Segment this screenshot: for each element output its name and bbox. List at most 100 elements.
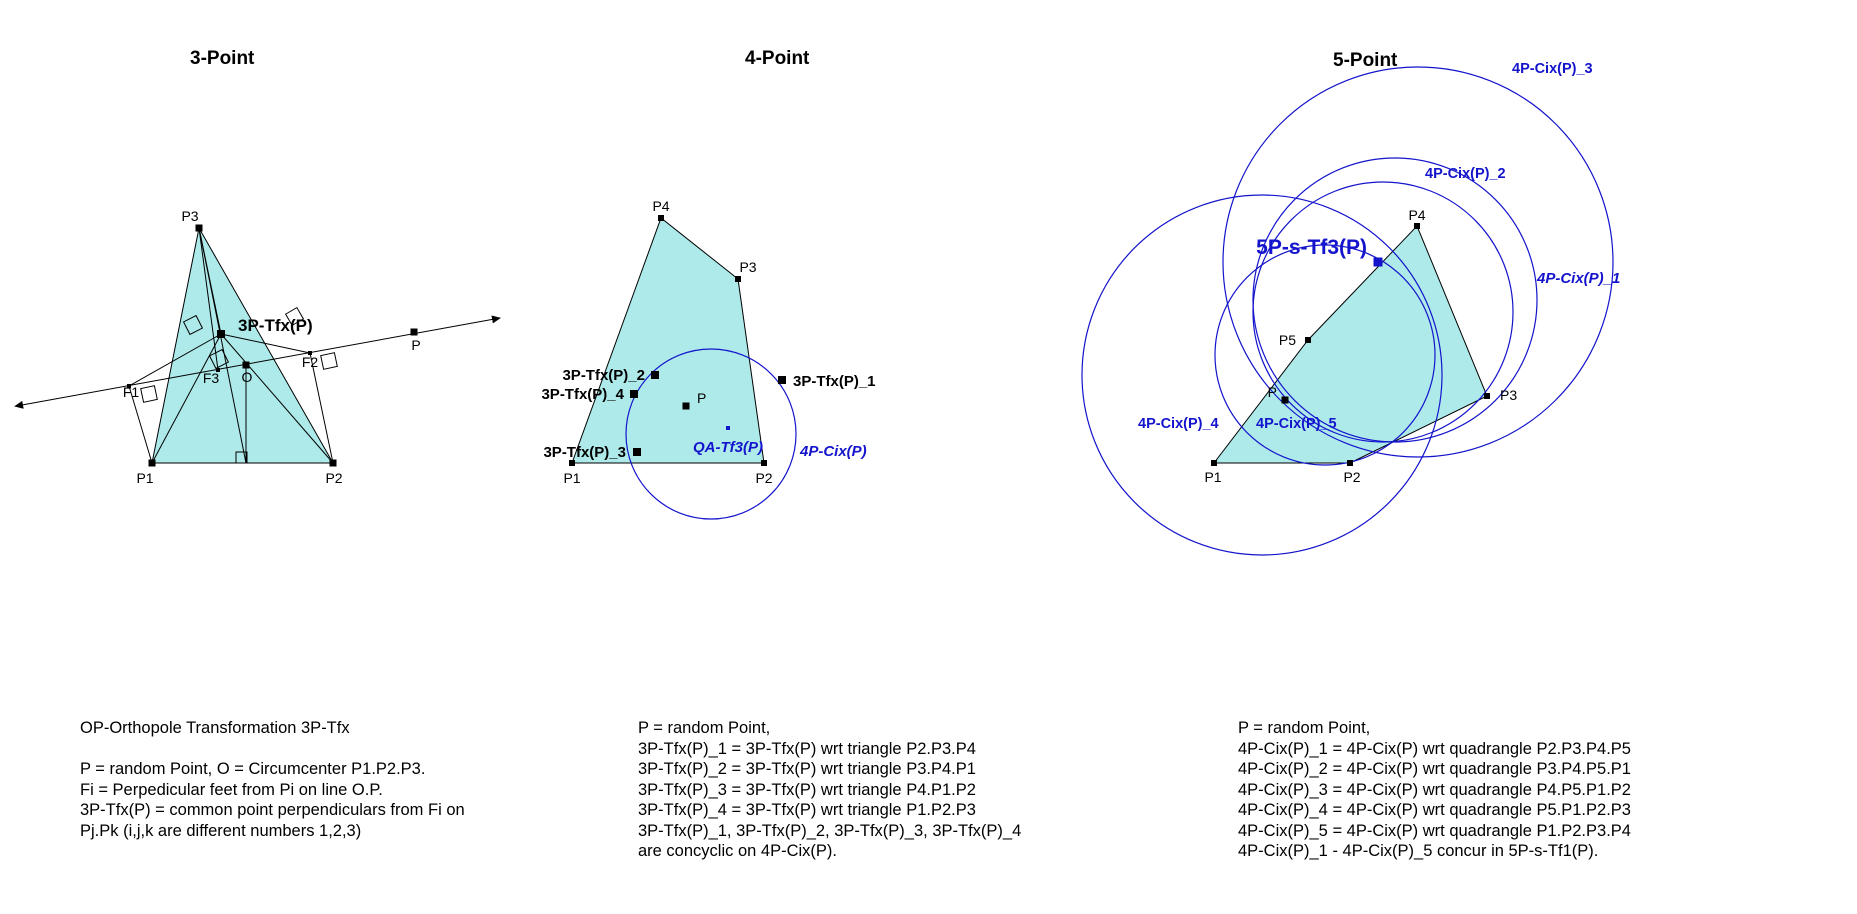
caption-line: 3P-Tfx(P)_2 = 3P-Tfx(P) wrt triangle P3.… [638,760,976,778]
panel-title-3-point: 3-Point [190,48,255,69]
right-angle-mark [235,451,248,464]
pentagon-p1-p2-p3-p4-p5 [1212,225,1488,464]
caption-line: P = random Point, O = Circumcenter P1.P2… [80,760,426,778]
label-3p-tfx-p-4: 3P-Tfx(P)_4 [541,386,624,403]
label-p4: P4 [652,198,669,214]
tfx-point-marker [633,448,641,456]
caption-5-point: P = random Point, 4P-Cix(P)_1 = 4P-Cix(P)… [1238,718,1631,862]
vertex-marker [658,215,664,221]
triangle-p1-p2-p3 [151,226,334,464]
right-angle-mark [140,385,158,403]
fig3-point-markers [127,224,418,467]
vertex-marker [1305,337,1311,343]
caption-line: P = random Point, [638,719,771,737]
panel-title-4-point: 4-Point [745,48,810,69]
caption-line [80,739,465,760]
label-f2: F2 [302,354,319,370]
label-4p-cix-p-3: 4P-Cix(P)_3 [1512,61,1593,77]
label-p4: P4 [1408,207,1425,223]
circle-cix5 [1214,244,1436,466]
caption-4-point: P = random Point, 3P-Tfx(P)_1 = 3P-Tfx(P)… [638,718,1021,862]
label-qa-tf3-p-center: QA-Tf3(P) [693,439,763,456]
label-p3: P3 [1500,387,1517,403]
label-p-random-point: P [411,337,420,353]
perpendicular-foot-marker [127,384,131,388]
label-p1: P1 [136,470,153,486]
label-p2: P2 [1343,469,1360,485]
label-p1: P1 [1204,469,1221,485]
label-f3: F3 [203,370,220,386]
label-p5: P5 [1279,332,1296,348]
perpendicular-foot-marker [308,351,312,355]
vertex-marker [735,276,741,282]
caption-line: P = random Point, [1238,719,1371,737]
label-p-random-point: P [697,390,706,406]
tfx-point-marker [630,390,638,398]
caption-line: OP-Orthopole Transformation 3P-Tfx [80,719,350,737]
label-3p-tfx-p: 3P-Tfx(P) [238,316,313,335]
vertex-marker [569,460,575,466]
caption-3-point: OP-Orthopole Transformation 3P-Tfx P = r… [80,718,465,841]
right-angle-mark [208,348,230,370]
label-p2: P2 [755,470,772,486]
vertex-marker [1414,223,1420,229]
label-4p-cix-p: 4P-Cix(P) [799,443,867,460]
tfx-point-marker [651,371,659,379]
point-p-marker [410,328,418,336]
orthopole-marker [217,330,225,338]
caption-line: 4P-Cix(P)_5 = 4P-Cix(P) wrt quadrangle P… [1238,821,1631,840]
concurrence-point-marker [1373,257,1383,267]
vertex-marker [1347,460,1353,466]
circle-center-marker [726,426,730,430]
vertex-marker [195,224,203,232]
point-p-marker [1281,396,1289,404]
right-angle-mark [320,352,338,370]
label-3p-tfx-p-2: 3P-Tfx(P)_2 [562,367,645,384]
caption-line: 4P-Cix(P)_3 = 4P-Cix(P) wrt quadrangle P… [1238,780,1631,799]
caption-line: Fi = Perpedicular feet from Pi on line O… [80,780,383,799]
label-4p-cix-p-2: 4P-Cix(P)_2 [1425,166,1506,182]
point-p-marker [682,402,690,410]
label-f1: F1 [123,384,140,400]
label-p3: P3 [181,208,198,224]
label-p1: P1 [563,470,580,486]
panel-title-5-point: 5-Point [1333,50,1398,71]
vertex-marker [329,459,337,467]
quadrangle-p1-p2-p3-p4 [571,217,765,464]
caption-line: 3P-Tfx(P) = common point perpendiculars … [80,801,465,819]
fig3-right-angle-marks [140,306,338,464]
vertex-marker [761,460,767,466]
label-4p-cix-p-4: 4P-Cix(P)_4 [1138,416,1219,432]
vertex-marker [148,459,156,467]
caption-line: are concyclic on 4P-Cix(P). [638,842,837,860]
tfx-point-marker [778,376,786,384]
label-4p-cix-p-5: 4P-Cix(P)_5 [1256,416,1337,432]
label-p3: P3 [739,259,756,275]
label-3p-tfx-p-3: 3P-Tfx(P)_3 [543,444,626,461]
fig5-point-markers [1211,223,1490,466]
line-op-axis [14,315,501,409]
vertex-marker [1484,393,1490,399]
label-3p-tfx-p-1: 3P-Tfx(P)_1 [793,373,876,390]
caption-line: 3P-Tfx(P)_4 = 3P-Tfx(P) wrt triangle P1.… [638,801,976,819]
right-angle-mark [284,306,305,327]
circle-cix3 [1222,66,1614,458]
figure-5-point: P4 P5 P1 P2 P3 P 5P-s-Tf3(P) 4P-Cix(P)_1… [1081,61,1620,556]
fig5-cix-circles [1081,66,1614,556]
perpendicular-foot-marker [216,368,220,372]
figure-3-point: P3 P1 P2 O P F1 F2 F3 3P-Tfx(P) [14,208,501,486]
caption-line: 4P-Cix(P)_4 = 4P-Cix(P) wrt quadrangle P… [1238,801,1631,819]
figure-4-point: P4 P3 P1 P2 P 3P-Tfx(P)_1 3P-Tfx(P)_2 3P… [541,198,876,520]
caption-line: 4P-Cix(P)_2 = 4P-Cix(P) wrt quadrangle P… [1238,760,1631,778]
circle-cix4 [1081,194,1443,556]
caption-line: Pj.Pk (i,j,k are different numbers 1,2,3… [80,821,362,840]
circle-4p-cix-p [625,348,797,520]
label-5p-s-tf3-p: 5P-s-Tf3(P) [1256,236,1367,259]
label-o-circumcenter: O [242,369,253,385]
caption-line: 4P-Cix(P)_1 - 4P-Cix(P)_5 concur in 5P-s… [1238,842,1599,860]
caption-line: 4P-Cix(P)_1 = 4P-Cix(P) wrt quadrangle P… [1238,739,1631,758]
caption-line: 3P-Tfx(P)_1, 3P-Tfx(P)_2, 3P-Tfx(P)_3, 3… [638,821,1022,840]
caption-line: 3P-Tfx(P)_1 = 3P-Tfx(P) wrt triangle P2.… [638,739,976,758]
